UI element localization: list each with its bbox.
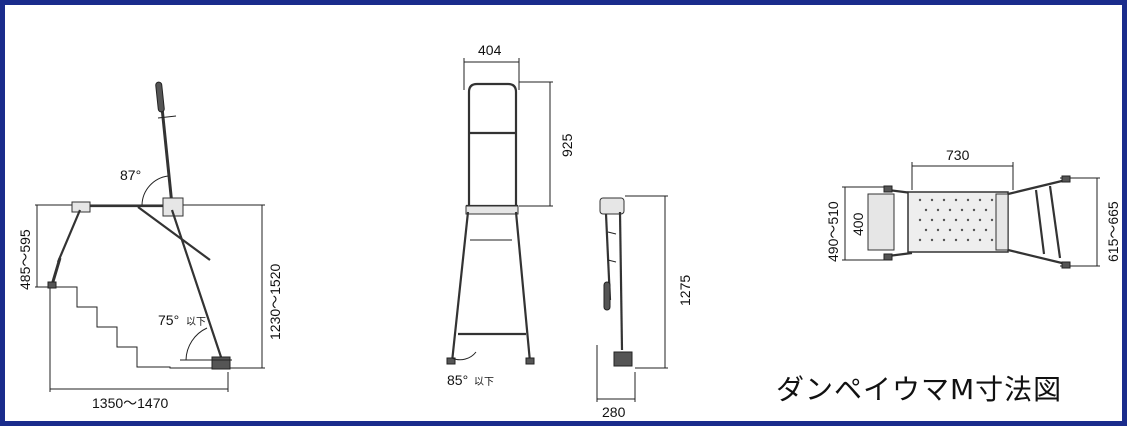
right-top-arm bbox=[1007, 178, 1067, 196]
left-hinge bbox=[71, 201, 91, 213]
diagram-title: ダンペイウマM寸法図 bbox=[776, 373, 1063, 406]
narrow-tick-1 bbox=[607, 231, 617, 235]
left-height-label: 485〜595 bbox=[17, 229, 33, 290]
front-right-foot bbox=[525, 357, 535, 365]
narrow-view: 1275 280 bbox=[596, 195, 693, 420]
left-leg-lower bbox=[50, 257, 62, 286]
stairs-outline bbox=[50, 286, 215, 369]
narrow-main-post bbox=[618, 211, 624, 351]
narrow-tick-2 bbox=[607, 259, 617, 263]
narrow-base-label: 280 bbox=[602, 404, 626, 420]
angle-75-note: 以下 bbox=[186, 317, 206, 328]
side-view: 87° 75° 以下 485〜595 1230〜1520 1350〜1470 bbox=[17, 81, 283, 411]
top-width-label: 730 bbox=[946, 147, 970, 163]
right-height-label: 1230〜1520 bbox=[267, 263, 283, 340]
left-top-cap bbox=[883, 185, 893, 193]
front-width-label: 404 bbox=[478, 42, 502, 58]
left-bottom-cap bbox=[883, 253, 893, 261]
right-cross-post-1 bbox=[1034, 189, 1046, 255]
front-platform-plate bbox=[465, 205, 519, 215]
left-leg-upper bbox=[56, 209, 82, 263]
angle-arc-75 bbox=[185, 327, 208, 361]
right-top-cap bbox=[1061, 175, 1071, 183]
handrail-tick bbox=[157, 115, 177, 119]
brace bbox=[137, 206, 211, 261]
deck-right-edge bbox=[995, 193, 1009, 251]
angle-87-label: 87° bbox=[120, 167, 141, 183]
right-bottom-arm bbox=[1007, 248, 1067, 266]
left-foot bbox=[47, 281, 57, 289]
narrow-grip bbox=[603, 281, 611, 311]
left-step-block bbox=[867, 193, 895, 251]
narrow-height-label: 1275 bbox=[677, 275, 693, 306]
front-right-leg bbox=[514, 211, 532, 363]
right-cross-post-2 bbox=[1048, 185, 1062, 259]
front-view: 404 925 85° 以下 bbox=[446, 42, 575, 388]
right-bottom-cap bbox=[1061, 261, 1071, 269]
right-foot bbox=[211, 356, 231, 370]
left-depth-label: 490〜510 bbox=[825, 201, 841, 262]
handrail-grip bbox=[155, 81, 165, 113]
front-left-foot bbox=[446, 357, 456, 365]
narrow-foot bbox=[613, 351, 633, 367]
bottom-width-label: 1350〜1470 bbox=[92, 395, 169, 411]
front-left-leg bbox=[450, 211, 470, 363]
inner-depth-label: 400 bbox=[850, 212, 866, 236]
platform-deck bbox=[907, 191, 1009, 253]
deck-perforations bbox=[918, 198, 994, 242]
handrail-frame bbox=[467, 82, 518, 205]
right-leg bbox=[170, 209, 224, 361]
top-view: 730 490〜510 400 615〜665 bbox=[825, 147, 1121, 269]
front-height-label: 925 bbox=[559, 133, 575, 157]
angle-75-label: 75° bbox=[158, 312, 179, 328]
front-angle-label: 85° bbox=[447, 372, 468, 388]
right-depth-label: 615〜665 bbox=[1105, 201, 1121, 262]
front-angle-arc bbox=[451, 351, 477, 361]
front-angle-note: 以下 bbox=[474, 377, 494, 388]
angle-arc-87 bbox=[141, 175, 169, 206]
narrow-top-hinge bbox=[599, 197, 625, 215]
